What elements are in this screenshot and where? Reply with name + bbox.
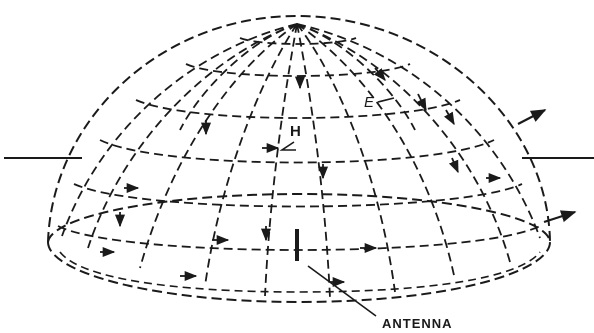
antenna-label: ANTENNA <box>382 316 453 331</box>
e-label-leader <box>378 98 394 102</box>
h-field-rings <box>58 38 540 250</box>
e-field-meridians <box>62 24 540 298</box>
h-label-leader <box>282 142 296 150</box>
h-field-label: H <box>290 123 301 140</box>
e-field-label: E <box>364 94 375 111</box>
